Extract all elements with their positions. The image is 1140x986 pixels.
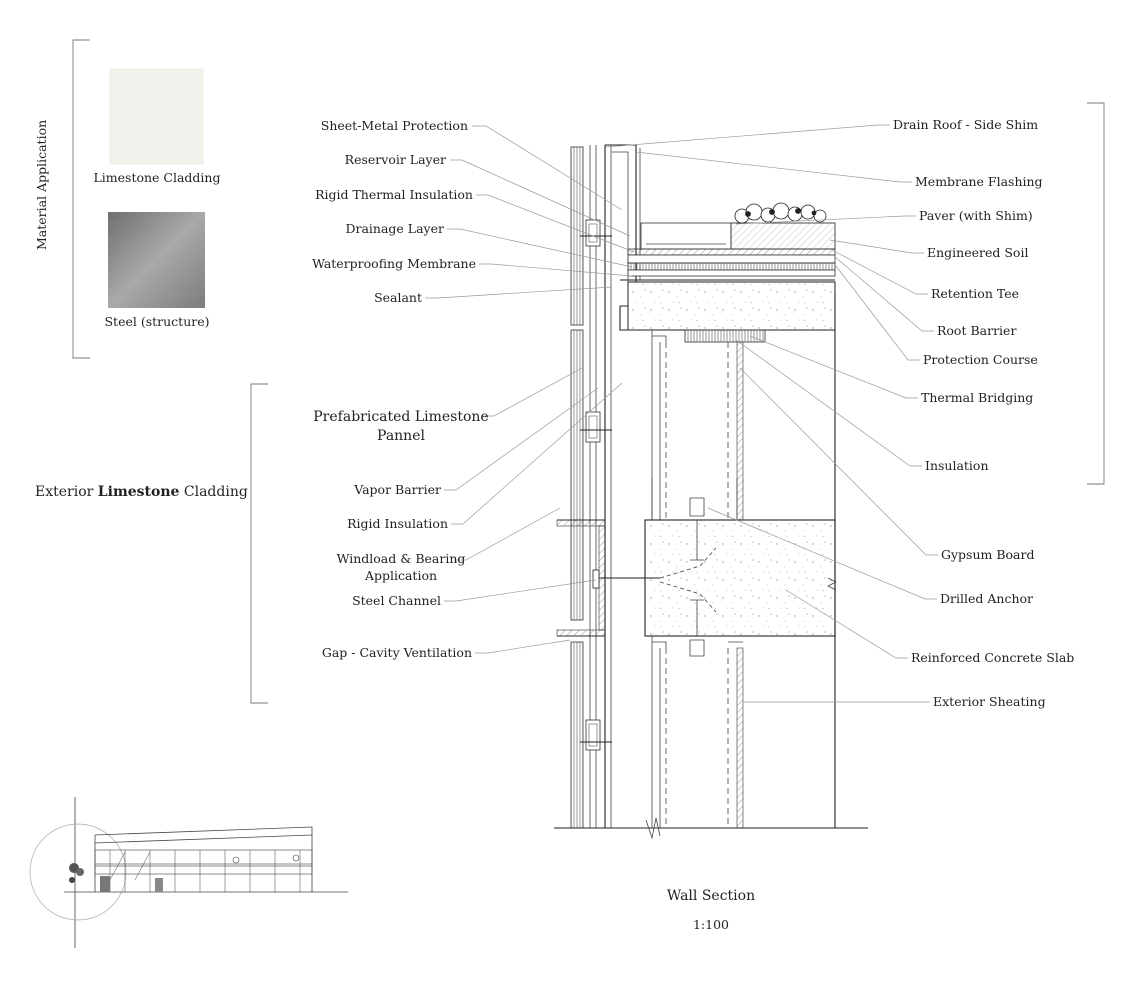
steel-swatch-label: Steel (structure)	[104, 314, 209, 329]
label-prefabricated-limestone: Prefabricated Limestone	[313, 409, 488, 425]
material-legend: Material Application Limestone Cladding …	[34, 39, 221, 359]
label-rigid-insulation: Rigid Insulation	[347, 516, 448, 531]
drawing-title: Wall Section 1:100	[667, 888, 755, 932]
wall-section	[554, 144, 868, 840]
label-membrane-flashing: Membrane Flashing	[915, 174, 1043, 189]
roof-bracket	[1087, 102, 1105, 485]
material-heading: Material Application	[34, 120, 49, 250]
material-bracket	[72, 39, 90, 359]
limestone-swatch-label: Limestone Cladding	[93, 170, 220, 185]
left-labels: Sheet-Metal Protection Reservoir Layer R…	[312, 118, 489, 660]
cladding-bracket	[250, 383, 268, 704]
label-waterproofing-membrane: Waterproofing Membrane	[312, 256, 476, 271]
label-retention-tee: Retention Tee	[931, 286, 1019, 301]
label-reservoir-layer: Reservoir Layer	[345, 152, 446, 167]
cladding-group: Exterior Limestone Cladding	[35, 383, 268, 704]
steel-swatch	[108, 212, 205, 308]
leader-lines	[425, 124, 938, 703]
label-steel-channel: Steel Channel	[352, 593, 441, 608]
label-gap-cavity-ventilation: Gap - Cavity Ventilation	[322, 645, 472, 660]
label-engineered-soil: Engineered Soil	[927, 245, 1028, 260]
label-drilled-anchor: Drilled Anchor	[940, 591, 1033, 606]
label-sheet-metal-protection: Sheet-Metal Protection	[321, 118, 468, 133]
cladding-group-label: Exterior Limestone Cladding	[35, 484, 248, 500]
label-rigid-thermal-insulation: Rigid Thermal Insulation	[315, 187, 473, 202]
label-windload-bearing: Windload & Bearing	[337, 551, 466, 566]
label-drainage-layer: Drainage Layer	[345, 221, 444, 236]
label-paver-with-shim: Paver (with Shim)	[919, 208, 1033, 223]
label-insulation: Insulation	[925, 458, 989, 473]
label-vapor-barrier: Vapor Barrier	[353, 482, 441, 497]
label-sealant: Sealant	[374, 290, 422, 305]
limestone-swatch	[109, 68, 204, 165]
roof-plants	[734, 202, 827, 224]
label-protection-course: Protection Course	[923, 352, 1038, 367]
label-gypsum-board: Gypsum Board	[941, 547, 1034, 562]
label-exterior-sheating: Exterior Sheating	[933, 694, 1046, 709]
label-pannel: Pannel	[377, 428, 425, 444]
label-root-barrier: Root Barrier	[937, 323, 1016, 338]
title-wall-section: Wall Section	[667, 888, 755, 904]
limestone-panels	[570, 146, 584, 829]
title-scale: 1:100	[693, 917, 729, 932]
label-thermal-bridging: Thermal Bridging	[921, 390, 1033, 405]
label-drain-roof-side-shim: Drain Roof - Side Shim	[893, 117, 1038, 132]
label-application: Application	[364, 568, 437, 583]
label-reinforced-concrete-slab: Reinforced Concrete Slab	[911, 650, 1074, 665]
right-labels: Drain Roof - Side Shim Membrane Flashing…	[893, 117, 1074, 709]
key-elevation	[29, 797, 348, 948]
